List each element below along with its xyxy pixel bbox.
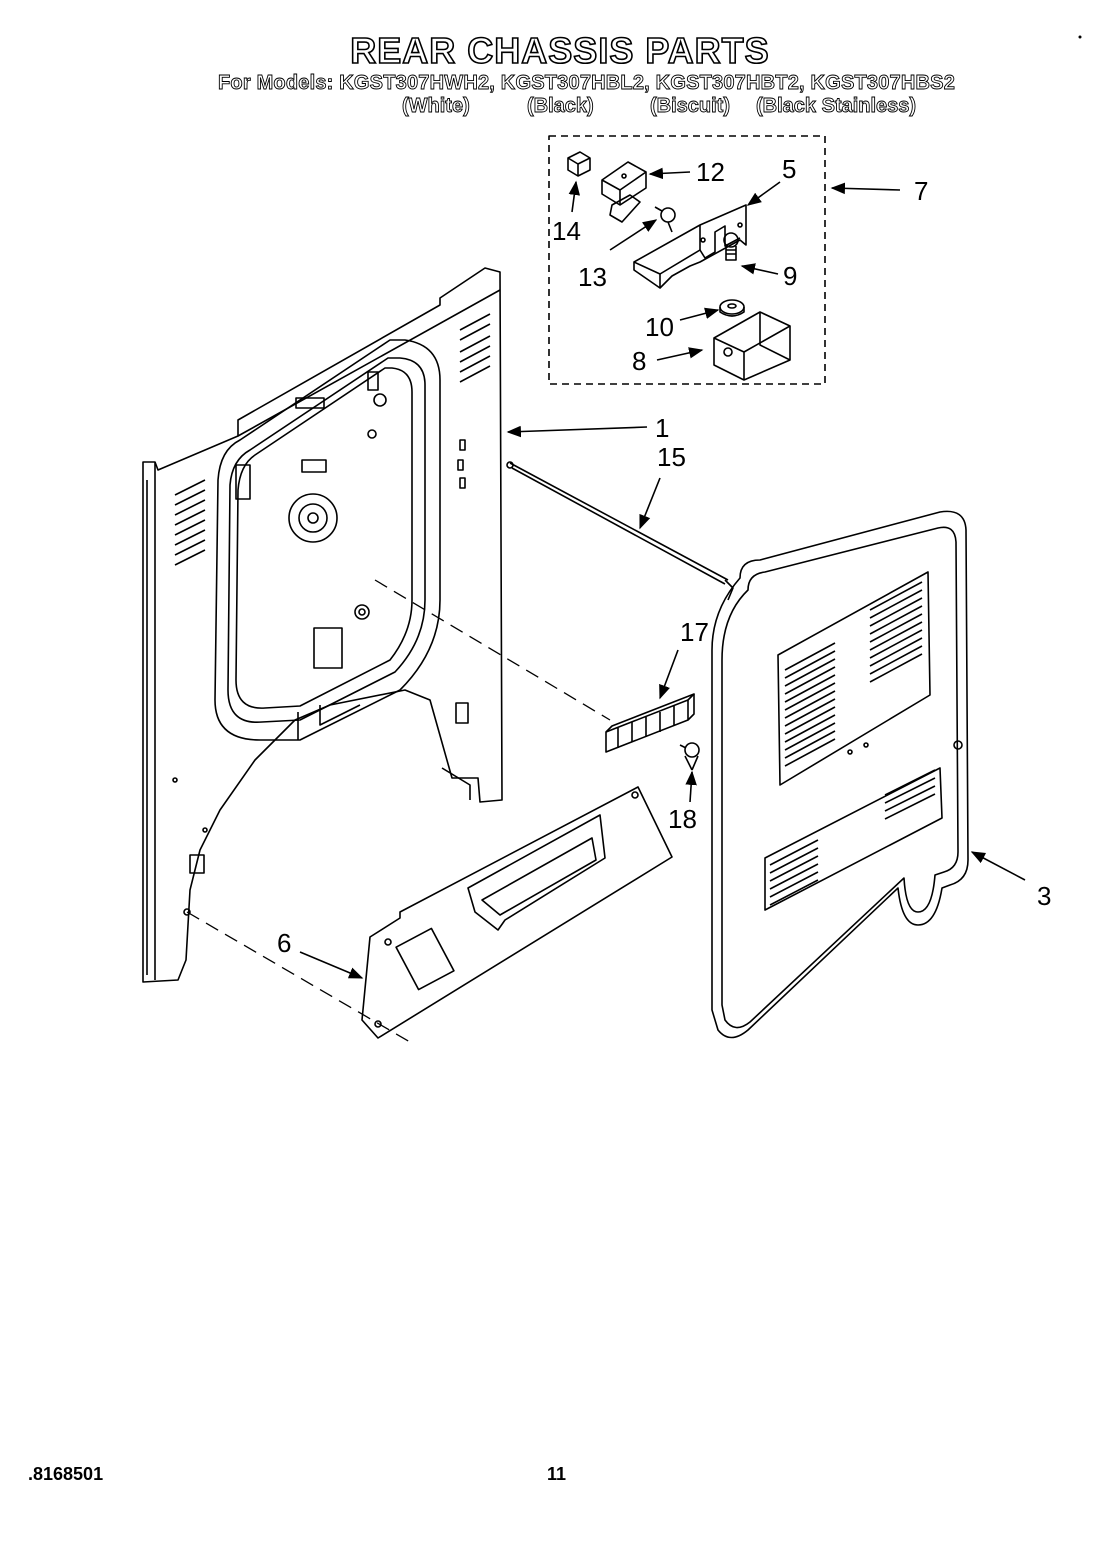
callout-3: 3 [1037, 881, 1051, 911]
callout-7: 7 [914, 176, 928, 206]
callout-1: 1 [655, 413, 669, 443]
color-label-black-stainless: (Black Stainless) [756, 95, 917, 118]
models-line: For Models: KGST307HWH2, KGST307HBL2, KG… [218, 72, 956, 95]
terminal-block-part-17 [605, 693, 695, 753]
rear-cover-part-3 [711, 510, 969, 1039]
page-title: REAR CHASSIS PARTS [349, 29, 770, 72]
rod-part-15 [506, 461, 734, 601]
screw-part-9 [723, 232, 739, 261]
callout-9: 9 [783, 261, 797, 291]
washer-part-10 [719, 299, 745, 317]
assembly-7-box [548, 135, 826, 385]
color-label-black: (Black) [527, 95, 595, 118]
callout-15: 15 [657, 442, 686, 472]
callout-18: 18 [668, 804, 697, 834]
screw-part-18 [679, 742, 700, 771]
callout-17: 17 [680, 617, 709, 647]
callout-14: 14 [552, 216, 581, 246]
color-label-biscuit: (Biscuit) [650, 95, 731, 118]
nut-part-14 [567, 151, 591, 177]
bracket-plate-part-6 [361, 786, 673, 1039]
clip-part-12 [601, 161, 647, 223]
callout-5: 5 [782, 154, 796, 184]
color-label-white: (White) [402, 95, 471, 118]
callout-13: 13 [578, 262, 607, 292]
document-number: .8168501 [28, 1464, 104, 1484]
callout-6: 6 [277, 928, 291, 958]
callout-12: 12 [696, 157, 725, 187]
rear-panel-part-1 [142, 267, 503, 983]
bracket-part-8 [713, 311, 791, 381]
callout-10: 10 [645, 312, 674, 342]
screw-part-13 [654, 206, 676, 233]
callout-8: 8 [632, 346, 646, 376]
page-number: 11 [547, 1464, 567, 1484]
